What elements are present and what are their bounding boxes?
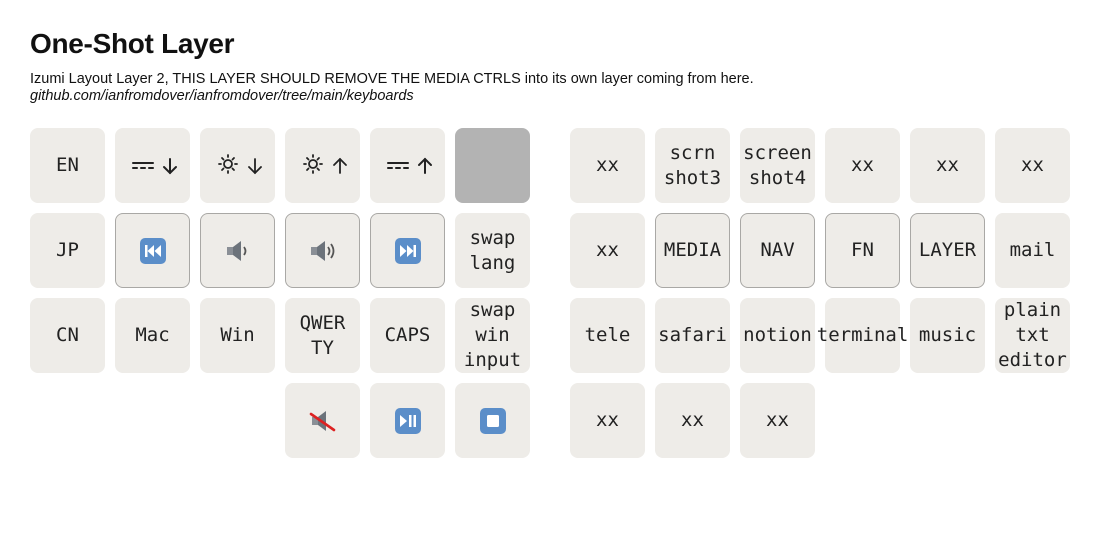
key-xx[interactable]: xx (740, 383, 815, 458)
brightness-up-icon (302, 153, 347, 174)
key-screenshot3[interactable]: scrn shot3 (655, 128, 730, 203)
play-pause-icon (394, 407, 421, 434)
key-mail[interactable]: mail (995, 213, 1070, 288)
key-music[interactable]: music (910, 298, 985, 373)
key-mute[interactable] (285, 383, 360, 458)
key-keyboard-backlight-down[interactable] (115, 128, 190, 203)
key-xx[interactable]: xx (825, 128, 900, 203)
key-xx[interactable]: xx (570, 128, 645, 203)
key-keyboard-backlight-up[interactable] (370, 128, 445, 203)
key-brightness-down[interactable] (200, 128, 275, 203)
stop-icon (479, 407, 506, 434)
key-held-layer[interactable] (455, 128, 530, 203)
volume-up-icon (310, 240, 334, 261)
key-nav-layer[interactable]: NAV (740, 213, 815, 288)
key-fn-layer[interactable]: FN (825, 213, 900, 288)
key-mac[interactable]: Mac (115, 298, 190, 373)
keyboard-backlight-up-icon (386, 157, 432, 174)
brightness-down-icon (217, 153, 262, 174)
key-swap-lang[interactable]: swap lang (455, 213, 530, 288)
key-xx[interactable]: xx (570, 383, 645, 458)
key-safari[interactable]: safari (655, 298, 730, 373)
key-xx[interactable]: xx (655, 383, 730, 458)
previous-track-icon (139, 237, 166, 264)
key-tele[interactable]: tele (570, 298, 645, 373)
key-media-layer[interactable]: MEDIA (655, 213, 730, 288)
key-volume-down[interactable] (200, 213, 275, 288)
key-swap-win-input[interactable]: swap win input (455, 298, 530, 373)
key-win[interactable]: Win (200, 298, 275, 373)
key-plain-txt-editor[interactable]: plain txt editor (995, 298, 1070, 373)
key-xx[interactable]: xx (995, 128, 1070, 203)
source-link[interactable]: github.com/ianfromdover/ianfromdover/tre… (30, 88, 414, 104)
key-jp[interactable]: JP (30, 213, 105, 288)
page-title: One-Shot Layer (30, 28, 235, 59)
mute-icon (309, 410, 335, 431)
key-en[interactable]: EN (30, 128, 105, 203)
key-play-pause[interactable] (370, 383, 445, 458)
keyboard-backlight-down-icon (131, 157, 177, 174)
key-stop[interactable] (455, 383, 530, 458)
key-xx[interactable]: xx (570, 213, 645, 288)
key-screenshot4[interactable]: screen shot4 (740, 128, 815, 203)
key-previous-track[interactable] (115, 213, 190, 288)
key-brightness-up[interactable] (285, 128, 360, 203)
key-layer[interactable]: LAYER (910, 213, 985, 288)
key-terminal[interactable]: terminal (817, 298, 908, 373)
key-qwerty[interactable]: QWER TY (285, 298, 360, 373)
layout-description: Izumi Layout Layer 2, THIS LAYER SHOULD … (30, 71, 754, 87)
key-next-track[interactable] (370, 213, 445, 288)
key-cn[interactable]: CN (30, 298, 105, 373)
key-notion[interactable]: notion (740, 298, 815, 373)
key-xx[interactable]: xx (910, 128, 985, 203)
key-caps[interactable]: CAPS (370, 298, 445, 373)
next-track-icon (394, 237, 421, 264)
key-volume-up[interactable] (285, 213, 360, 288)
volume-down-icon (226, 240, 246, 261)
